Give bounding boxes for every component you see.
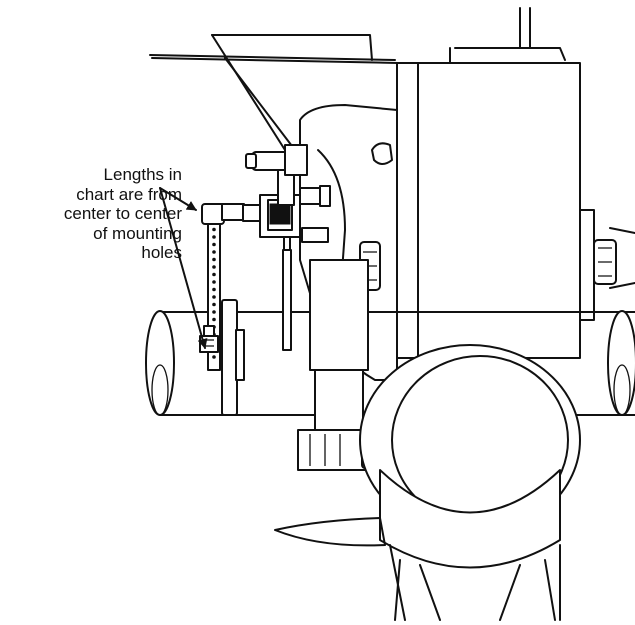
strap-hole bbox=[212, 235, 216, 239]
strap-hole bbox=[212, 272, 216, 277]
callout-line: center to center bbox=[63, 204, 182, 223]
bottom-disc bbox=[274, 517, 561, 621]
strap-hole bbox=[212, 310, 216, 314]
strap-hole bbox=[212, 280, 216, 284]
callout-line: holes bbox=[141, 243, 182, 262]
callout-line: Lengths in bbox=[103, 165, 182, 184]
strap-hole bbox=[212, 287, 216, 292]
vertical-bracket bbox=[396, 62, 635, 359]
bar-clamp bbox=[221, 299, 245, 416]
callout-line: chart are from bbox=[76, 184, 182, 204]
strap-hole bbox=[212, 242, 216, 247]
strap-hole bbox=[212, 355, 216, 359]
strap-hole bbox=[212, 317, 216, 322]
drum bbox=[359, 344, 581, 569]
strap-hole bbox=[212, 302, 216, 307]
callout-line: of mounting bbox=[93, 223, 182, 243]
callout-arrows bbox=[159, 187, 208, 349]
strap-hole bbox=[212, 227, 216, 232]
callout-text: Lengths in chart are from center to cent… bbox=[0, 165, 182, 263]
frame-plate bbox=[149, 7, 566, 151]
strap-hole bbox=[212, 265, 216, 269]
strap-hole bbox=[212, 295, 216, 299]
strap-hole bbox=[212, 257, 216, 262]
upper-valve bbox=[201, 144, 331, 351]
strap-hole bbox=[212, 250, 216, 254]
